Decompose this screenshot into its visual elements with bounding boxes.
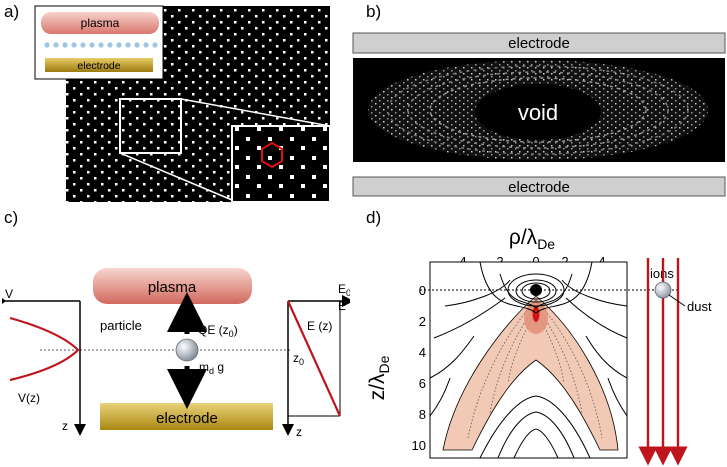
inset-plasma-shape <box>41 12 159 34</box>
svg-text:z0: z0 <box>293 351 304 367</box>
e0-label: E <box>338 282 346 296</box>
panel-b-letter: b) <box>366 2 382 21</box>
left-tick-2: 2 <box>419 314 426 329</box>
void-label: void <box>518 100 558 125</box>
void-region <box>475 84 601 140</box>
electrode-label: electrode <box>156 410 218 427</box>
plasma-label: plasma <box>148 279 197 296</box>
left-tick-0: 0 <box>419 283 426 298</box>
wake-peak <box>532 306 540 322</box>
z0-label: z <box>293 351 299 365</box>
left-tick-6: 6 <box>419 376 426 391</box>
top-electrode-label: electrode <box>508 35 570 52</box>
z0-sub: 0 <box>299 357 304 367</box>
panel-b-figure: electrode void electrode <box>352 32 726 197</box>
panel-d-figure: ρ/λDe 4 2 0 2 4 <box>366 226 712 466</box>
force-down-g: g <box>214 360 224 374</box>
inset-electrode-shape <box>45 58 153 72</box>
svg-text:QE (z0): QE (z0) <box>198 323 238 339</box>
panel-a-figure: plasma electrode <box>34 5 331 203</box>
zoom-inset <box>231 125 331 203</box>
hexagon-marker <box>261 141 283 169</box>
force-up-label: QE (z <box>198 323 229 337</box>
left-axis-label: z/λ <box>366 373 389 400</box>
svg-text:z/λDe: z/λDe <box>366 355 392 400</box>
plasma-shape <box>93 268 252 304</box>
force-down-label: m <box>199 360 209 374</box>
v-axis-label: V <box>5 287 13 301</box>
particle-label: particle <box>100 318 142 333</box>
left-tick-4: 4 <box>419 345 426 360</box>
bottom-electrode-label: electrode <box>508 179 570 196</box>
svg-text:ρ/λDe: ρ/λDe <box>509 226 555 252</box>
left-axis-sub: De <box>376 355 392 373</box>
e-axis-label: E <box>338 299 346 313</box>
inset-electrode-label: electrode <box>77 60 120 72</box>
inset-plasma-label: plasma <box>81 16 120 30</box>
top-axis-label: ρ/λ <box>509 226 538 249</box>
outer-contours <box>429 335 628 459</box>
v-curve-label: V(z) <box>18 391 40 405</box>
force-up-close: ) <box>234 323 238 337</box>
zoom-region-box <box>119 98 182 154</box>
top-electrode-bar <box>352 32 726 54</box>
e0-sub: 0 <box>346 288 350 298</box>
svg-text:md g: md g <box>199 360 224 376</box>
z-axis-left-label: z <box>62 419 68 433</box>
left-tick-10: 10 <box>412 438 426 453</box>
panel-d-letter: d) <box>366 208 382 227</box>
wake-potential-region <box>442 295 619 451</box>
z-axis-right-label: z <box>296 425 302 439</box>
top-axis-sub: De <box>537 236 555 252</box>
bottom-electrode-bar <box>352 176 726 197</box>
force-up-sub: 0 <box>229 329 234 339</box>
potential-curve <box>9 316 80 382</box>
inset-particle-row <box>44 42 158 48</box>
dust-label: dust <box>687 299 712 314</box>
left-tick-8: 8 <box>419 407 426 422</box>
panel-c-figure: plasma electrode V V(z) z particle QE (z… <box>2 268 350 439</box>
svg-text:E0: E0 <box>338 282 350 298</box>
panel-c-letter: c) <box>4 208 19 227</box>
field-line <box>286 300 342 417</box>
force-down-sub: d <box>209 366 214 376</box>
panel-a-letter: a) <box>4 2 20 21</box>
dust-particle-ball <box>654 281 672 299</box>
ez-label: E (z) <box>307 319 332 333</box>
particle-ball <box>175 338 199 362</box>
